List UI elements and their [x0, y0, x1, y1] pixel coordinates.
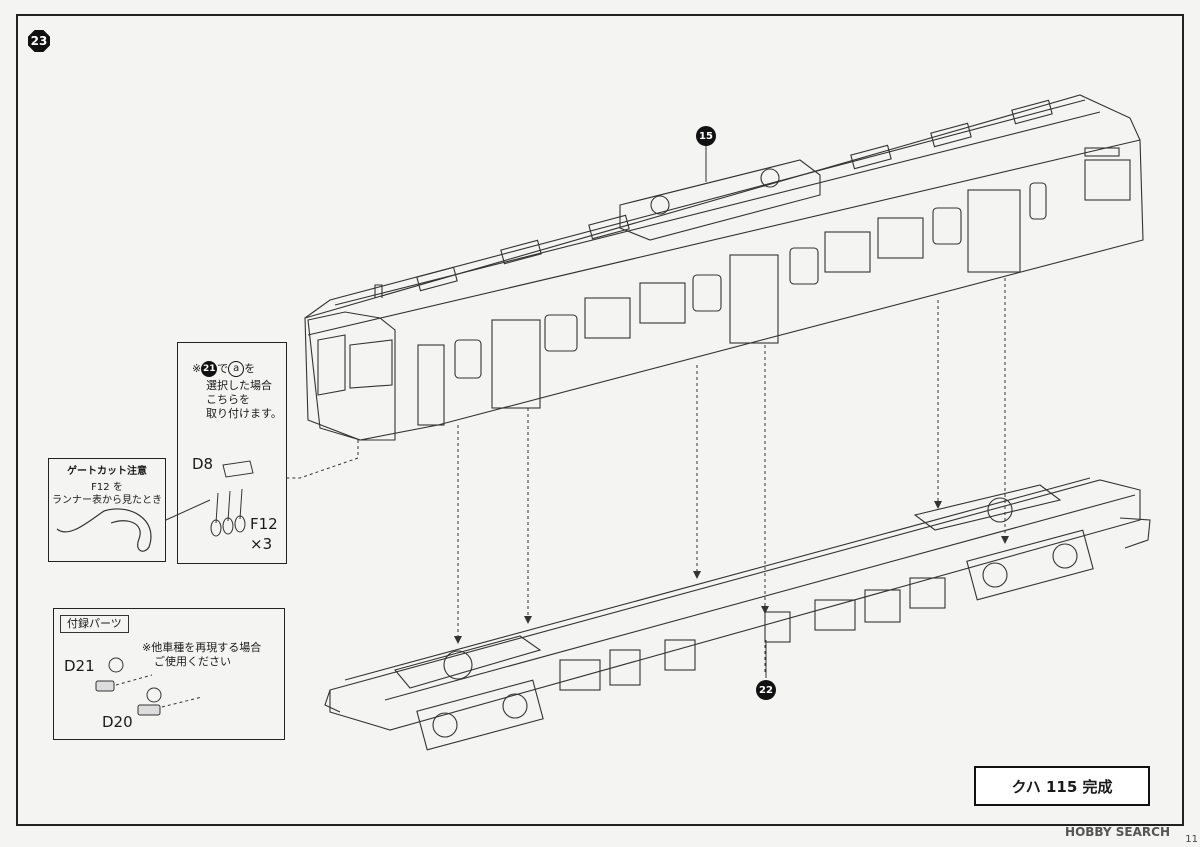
ref-option-badge: a [228, 361, 245, 377]
part-label-d8: D8 [192, 455, 214, 473]
step-number-badge: 23 [28, 30, 50, 52]
part-label-f12: F12 [250, 515, 278, 533]
ref-step-badge: 21 [201, 361, 218, 377]
option-note-line4: 取り付けます。 [206, 407, 282, 420]
callout-body-part: 15 [696, 126, 716, 146]
bonus-parts-title: 付録パーツ [60, 615, 129, 633]
page-frame [16, 14, 1184, 826]
gate-cut-diagram [56, 508, 167, 552]
roof-aircon [619, 159, 821, 241]
side-windows [454, 159, 1131, 379]
chassis [324, 477, 1151, 751]
note-mark: ※ [192, 362, 202, 375]
gate-cut-note-box: ゲートカット注意 F12 を ランナー表から見たとき [48, 458, 167, 562]
gate-cut-line2: ランナー表から見たとき [52, 495, 162, 506]
bonus-note-text1: 他車種を再現する場合 [151, 641, 262, 654]
bogie-front [416, 679, 544, 751]
bonus-note-mark: ※ [142, 641, 152, 654]
destination-sign [1084, 147, 1120, 157]
part-label-d20: D20 [102, 713, 133, 731]
gate-cut-title: ゲートカット注意 [67, 466, 147, 477]
option-note-line2: 選択した場合 [206, 379, 272, 392]
gate-cut-line1: F12 を [91, 482, 123, 493]
bonus-parts-drawing [95, 657, 203, 716]
note-line1-end: を [244, 362, 256, 375]
bonus-note-line1: ※他車種を再現する場合 [142, 641, 261, 655]
bogie-rear [966, 529, 1094, 601]
car-roof-edge [304, 99, 1086, 319]
page-number: 11 [1185, 834, 1198, 845]
cab-front [307, 311, 396, 441]
note-line1-suffix: で [217, 362, 229, 375]
roof-vents [416, 99, 1053, 292]
watermark: HOBBY SEARCH [1065, 825, 1170, 839]
d8-f12-part-drawing [210, 460, 254, 537]
part-quantity: ×3 [250, 535, 273, 553]
underfloor-equipment [559, 577, 946, 691]
completion-label: クハ 115 完成 [974, 766, 1150, 806]
option-note-line3: こちらを [206, 393, 250, 406]
arrow-heads [454, 501, 1009, 644]
bonus-parts-box: 付録パーツ ※他車種を再現する場合 ご使用ください D21 D20 [53, 608, 285, 740]
bonus-note-line2: ご使用ください [154, 655, 231, 668]
part-label-d21: D21 [64, 657, 95, 675]
side-doors [417, 189, 1021, 426]
car-body-outline [304, 94, 1144, 441]
callout-chassis-part: 22 [756, 680, 776, 700]
